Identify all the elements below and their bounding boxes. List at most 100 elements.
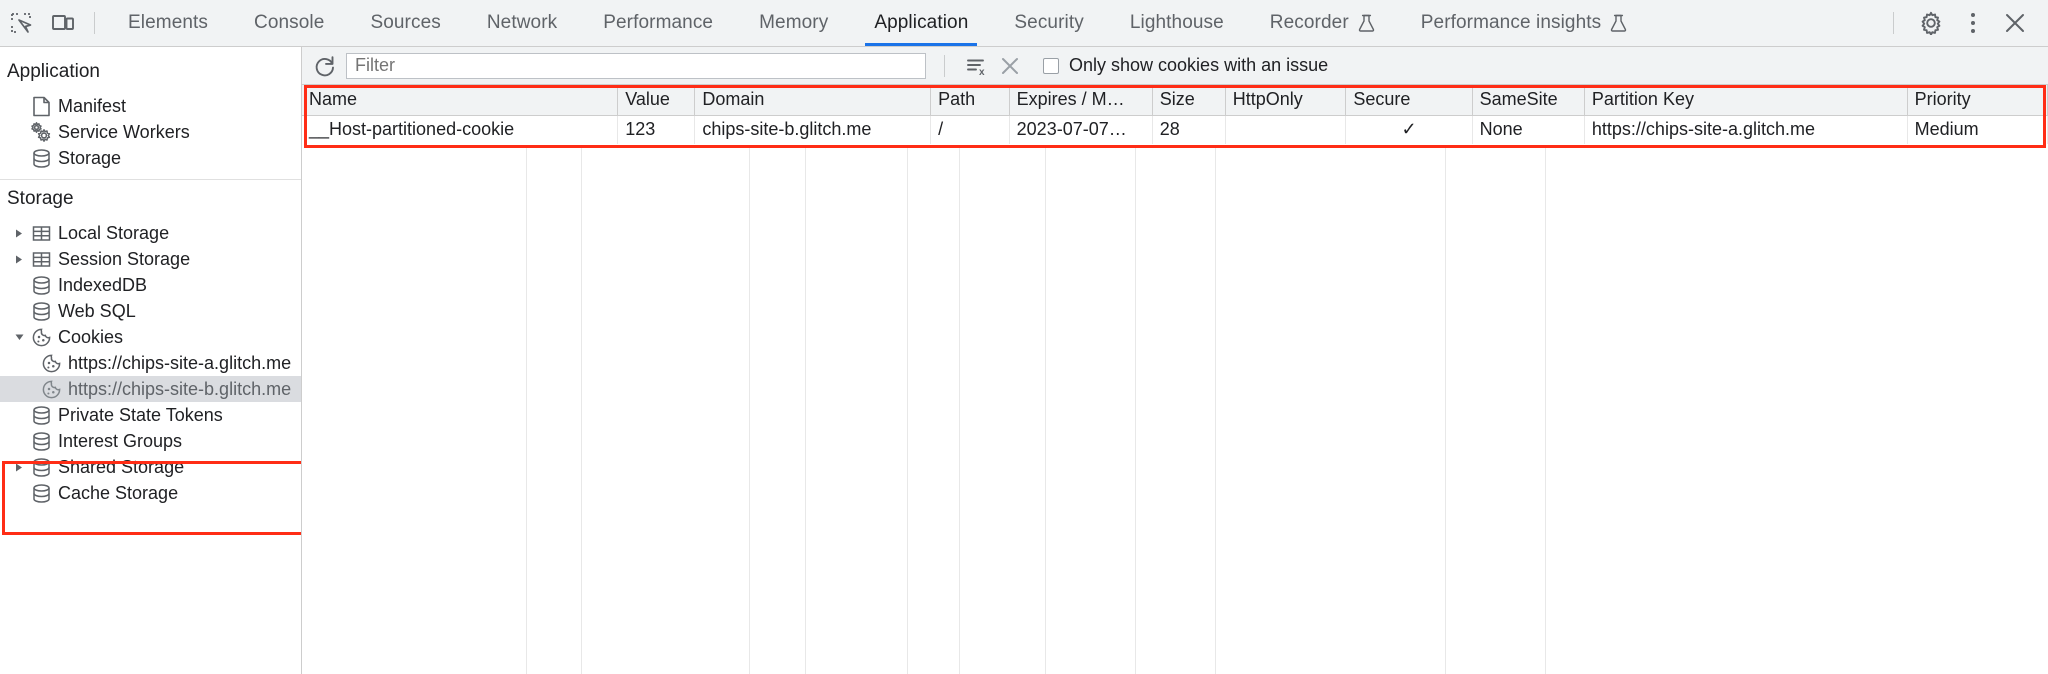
cookie-icon bbox=[28, 327, 54, 348]
inspect-element-icon[interactable] bbox=[0, 3, 42, 43]
only-show-issues-checkbox[interactable]: Only show cookies with an issue bbox=[1043, 55, 1328, 76]
tab-label: Application bbox=[874, 12, 969, 33]
checkbox-box[interactable] bbox=[1043, 57, 1059, 74]
sidebar-item-label: Local Storage bbox=[58, 223, 170, 243]
cell-secure[interactable]: ✓ bbox=[1345, 115, 1473, 144]
service-workers-gears-icon bbox=[28, 121, 54, 143]
column-header-partition-key[interactable]: Partition Key bbox=[1584, 85, 1908, 116]
column-header-value[interactable]: Value bbox=[617, 85, 696, 116]
sidebar-item-private-state-tokens[interactable]: Private State Tokens bbox=[0, 402, 301, 428]
sidebar-item-label: Private State Tokens bbox=[58, 405, 223, 425]
sidebar-item-manifest[interactable]: Manifest bbox=[0, 93, 301, 119]
sidebar-item-label: Shared Storage bbox=[58, 457, 185, 477]
sidebar-item-label: Interest Groups bbox=[58, 431, 183, 451]
cell-value[interactable]: 123 bbox=[617, 115, 696, 144]
cell-name[interactable]: __Host-partitioned-cookie bbox=[302, 115, 619, 144]
clear-filtered-cookies-icon[interactable]: x bbox=[959, 51, 993, 81]
sidebar-divider bbox=[0, 179, 301, 180]
cookies-table: Name Value Domain Path Expires / M… Size… bbox=[302, 85, 2048, 144]
tab-lighthouse[interactable]: Lighthouse bbox=[1107, 0, 1247, 46]
tab-elements[interactable]: Elements bbox=[105, 0, 231, 46]
cell-size[interactable]: 28 bbox=[1152, 115, 1226, 144]
storage-database-icon bbox=[28, 431, 54, 452]
tab-sources[interactable]: Sources bbox=[347, 0, 463, 46]
sidebar-item-cache-storage[interactable]: Cache Storage bbox=[0, 480, 301, 506]
experiment-flask-icon bbox=[1610, 14, 1627, 33]
cell-domain[interactable]: chips-site-b.glitch.me bbox=[694, 115, 932, 144]
cell-priority[interactable]: Medium bbox=[1907, 115, 2048, 144]
sidebar-item-local-storage[interactable]: Local Storage bbox=[0, 220, 301, 246]
tab-performance[interactable]: Performance bbox=[580, 0, 736, 46]
sidebar-item-label: Cookies bbox=[58, 327, 124, 347]
application-sidebar: Application Manifest bbox=[0, 47, 302, 674]
sidebar-item-label: IndexedDB bbox=[58, 275, 148, 295]
column-header-httponly[interactable]: HttpOnly bbox=[1225, 85, 1347, 116]
cookie-icon bbox=[38, 379, 64, 400]
tab-memory[interactable]: Memory bbox=[736, 0, 851, 46]
tab-console[interactable]: Console bbox=[231, 0, 347, 46]
tab-label: Network bbox=[486, 12, 558, 33]
column-header-samesite[interactable]: SameSite bbox=[1472, 85, 1585, 116]
cell-samesite[interactable]: None bbox=[1472, 115, 1585, 144]
settings-gear-icon[interactable] bbox=[1910, 3, 1952, 43]
tab-label: Performance insights bbox=[1420, 12, 1602, 33]
sidebar-item-session-storage[interactable]: Session Storage bbox=[0, 246, 301, 272]
sidebar-item-web-sql[interactable]: Web SQL bbox=[0, 298, 301, 324]
column-header-name[interactable]: Name bbox=[302, 85, 619, 116]
clear-all-cookies-icon[interactable] bbox=[993, 51, 1027, 81]
column-header-secure[interactable]: Secure bbox=[1345, 85, 1473, 116]
sidebar-item-indexeddb[interactable]: IndexedDB bbox=[0, 272, 301, 298]
cookies-panel: x Only show cookies with an issue bbox=[302, 47, 2048, 674]
chevron-right-icon[interactable] bbox=[10, 462, 28, 473]
tab-label: Performance bbox=[603, 12, 714, 33]
storage-database-icon bbox=[28, 457, 54, 478]
cell-expires[interactable]: 2023-07-07… bbox=[1009, 115, 1153, 144]
table-grid-icon bbox=[28, 249, 54, 270]
sidebar-item-interest-groups[interactable]: Interest Groups bbox=[0, 428, 301, 454]
chevron-right-icon[interactable] bbox=[10, 228, 28, 239]
tab-security[interactable]: Security bbox=[991, 0, 1106, 46]
chevron-right-icon[interactable] bbox=[10, 254, 28, 265]
sidebar-item-label: Web SQL bbox=[58, 301, 136, 321]
cell-path[interactable]: / bbox=[930, 115, 1010, 144]
sidebar-item-service-workers[interactable]: Service Workers bbox=[0, 119, 301, 145]
sidebar-item-cookies-site-b[interactable]: https://chips-site-b.glitch.me bbox=[0, 376, 301, 402]
chevron-down-icon[interactable] bbox=[10, 332, 28, 342]
device-toolbar-icon[interactable] bbox=[42, 3, 84, 43]
panel-tabs: Elements Console Sources Network Perform… bbox=[105, 0, 1650, 46]
tab-performance-insights[interactable]: Performance insights bbox=[1398, 0, 1650, 46]
storage-database-icon bbox=[28, 275, 54, 296]
refresh-icon[interactable] bbox=[308, 51, 342, 81]
column-header-expires[interactable]: Expires / M… bbox=[1009, 85, 1153, 116]
column-header-priority[interactable]: Priority bbox=[1907, 85, 2048, 116]
table-row[interactable]: __Host-partitioned-cookie 123 chips-site… bbox=[302, 115, 2048, 144]
sidebar-item-shared-storage[interactable]: Shared Storage bbox=[0, 454, 301, 480]
svg-text:x: x bbox=[979, 67, 985, 78]
tab-label: Recorder bbox=[1269, 12, 1349, 33]
tab-label: Console bbox=[254, 12, 325, 33]
tab-application[interactable]: Application bbox=[851, 0, 991, 46]
more-options-icon[interactable] bbox=[1952, 3, 1994, 43]
devtools-body: Application Manifest bbox=[0, 47, 2048, 674]
sidebar-item-cookies-site-a[interactable]: https://chips-site-a.glitch.me bbox=[0, 350, 301, 376]
storage-database-icon bbox=[28, 405, 54, 426]
filter-input[interactable] bbox=[346, 52, 926, 79]
toolbar-right-controls bbox=[1885, 3, 2048, 43]
tab-recorder[interactable]: Recorder bbox=[1247, 0, 1398, 46]
sidebar-item-storage[interactable]: Storage bbox=[0, 145, 301, 171]
experiment-flask-icon bbox=[1358, 14, 1375, 33]
column-header-path[interactable]: Path bbox=[930, 85, 1010, 116]
toolbar-divider bbox=[94, 12, 95, 34]
storage-database-icon bbox=[28, 483, 54, 504]
column-header-size[interactable]: Size bbox=[1152, 85, 1226, 116]
close-devtools-icon[interactable] bbox=[1994, 3, 2036, 43]
cell-partition-key[interactable]: https://chips-site-a.glitch.me bbox=[1584, 115, 1908, 144]
cell-httponly[interactable] bbox=[1225, 115, 1347, 144]
column-header-domain[interactable]: Domain bbox=[694, 85, 932, 116]
checkbox-label: Only show cookies with an issue bbox=[1069, 55, 1329, 75]
toolbar-divider bbox=[1893, 12, 1894, 34]
sidebar-item-cookies[interactable]: Cookies bbox=[0, 324, 301, 350]
sidebar-section-storage-title: Storage bbox=[7, 188, 74, 209]
tab-network[interactable]: Network bbox=[464, 0, 580, 46]
